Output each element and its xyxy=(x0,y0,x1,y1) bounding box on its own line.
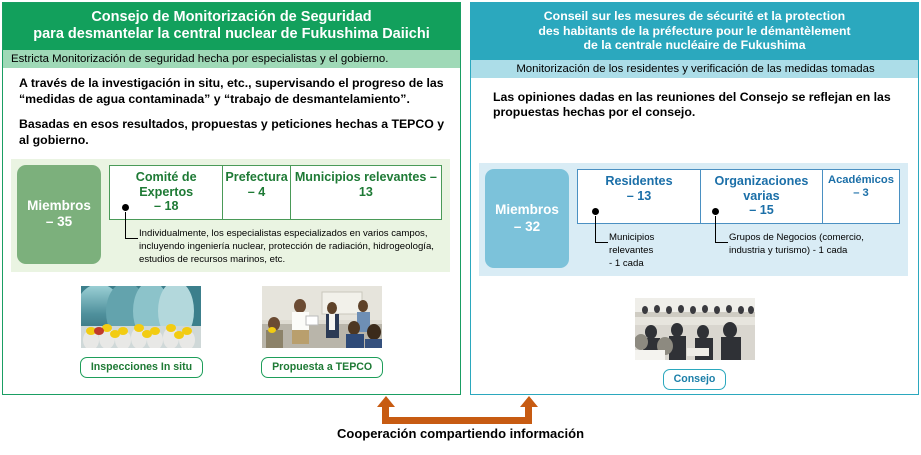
left-panel-body: A través de la investigación in situ, et… xyxy=(3,68,460,148)
right-note-business-groups-text: Grupos de Negocios (comercio, industria … xyxy=(729,232,864,256)
right-photo-caption-council: Consejo xyxy=(662,369,727,391)
left-category-experts: Comité de Expertos– 18 xyxy=(135,169,197,214)
right-panel-header: Conseil sur les mesures de sécurité et l… xyxy=(471,3,918,60)
arrow-stem-left xyxy=(382,404,389,422)
right-category-residents: Residentes– 13 xyxy=(605,173,673,203)
leader-dot-icon xyxy=(592,208,599,216)
leader-line-icon xyxy=(125,212,138,240)
leader-line-icon xyxy=(595,216,608,244)
right-category-organizations: Organizaciones varias– 15 xyxy=(699,169,822,224)
left-notes: Individualmente, los especialistas espec… xyxy=(109,204,442,266)
left-paragraph-1: A través de la investigación in situ, et… xyxy=(19,76,444,106)
left-photo-caption-proposal: Propuesta a TEPCO xyxy=(261,357,384,379)
right-photo-cell-council: Consejo xyxy=(634,298,755,391)
left-photo-caption-inspection: Inspecciones In situ xyxy=(79,357,204,379)
right-note-municipalities: Municipios relevantes- 1 cada xyxy=(592,208,695,270)
right-panel-subtitle: Monitorización de los residentes y verif… xyxy=(471,59,918,78)
cooperation-label: Cooperación compartiendo información xyxy=(336,426,585,441)
right-notes: Municipios relevantes- 1 cada Grupos de … xyxy=(577,208,900,270)
leader-dot-icon xyxy=(122,204,129,212)
right-members-count-tag: Miembros– 32 xyxy=(485,168,569,269)
arrow-head-right-icon xyxy=(519,396,538,407)
right-panel-body: Las opiniones dadas en las reuniones del… xyxy=(471,78,918,121)
left-members-block: Miembros– 35 Comité de Expertos– 18 Pref… xyxy=(11,158,450,273)
left-note-experts: Individualmente, los especialistas espec… xyxy=(122,204,439,266)
left-category-row: Comité de Expertos– 18 Prefectura– 4 Mun… xyxy=(109,164,442,221)
footer-arrow-area: Cooperación compartiendo información xyxy=(0,395,921,455)
right-note-municipalities-text: Municipios relevantes- 1 cada xyxy=(609,232,655,269)
right-category-row: Residentes– 13 Organizaciones varias– 15… xyxy=(577,168,900,225)
right-paragraph-1: Las opiniones dadas en las reuniones del… xyxy=(493,89,891,120)
right-photo-strip: Consejo xyxy=(471,298,918,391)
left-photo-cell-proposal: Propuesta a TEPCO xyxy=(261,286,384,379)
left-members-count-tag: Miembros– 35 xyxy=(17,164,101,265)
on-site-inspection-photo xyxy=(81,286,202,349)
leader-line-icon xyxy=(715,216,728,244)
arrow-connector-bar xyxy=(382,417,532,424)
left-category-municipalities: Municipios relevantes – 13 xyxy=(289,165,441,220)
left-photo-cell-inspection: Inspecciones In situ xyxy=(79,286,204,379)
arrow-stem-right xyxy=(525,404,532,422)
left-members-categories: Comité de Expertos– 18 Prefectura– 4 Mun… xyxy=(109,164,442,266)
left-category-prefecture: Prefectura– 4 xyxy=(222,165,289,220)
left-photo-strip: Inspecciones In situ xyxy=(3,286,460,379)
council-meeting-photo xyxy=(634,298,755,361)
left-note-experts-text: Individualmente, los especialistas espec… xyxy=(139,228,434,265)
left-panel-subtitle: Estricta Monitorización de seguridad hec… xyxy=(3,50,460,69)
proposal-meeting-photo xyxy=(262,286,383,349)
right-panel: Conseil sur les mesures de sécurité et l… xyxy=(470,2,919,395)
arrow-head-left-icon xyxy=(376,396,395,407)
right-members-categories: Residentes– 13 Organizaciones varias– 15… xyxy=(577,168,900,270)
left-paragraph-2: Basadas en esos resultados, propuestas y… xyxy=(19,117,445,148)
right-members-block: Miembros– 32 Residentes– 13 Organizacion… xyxy=(479,162,908,277)
right-category-academics: Académicos– 3 xyxy=(821,169,899,224)
leader-dot-icon xyxy=(712,208,719,216)
right-note-business-groups: Grupos de Negocios (comercio, industria … xyxy=(712,208,894,257)
